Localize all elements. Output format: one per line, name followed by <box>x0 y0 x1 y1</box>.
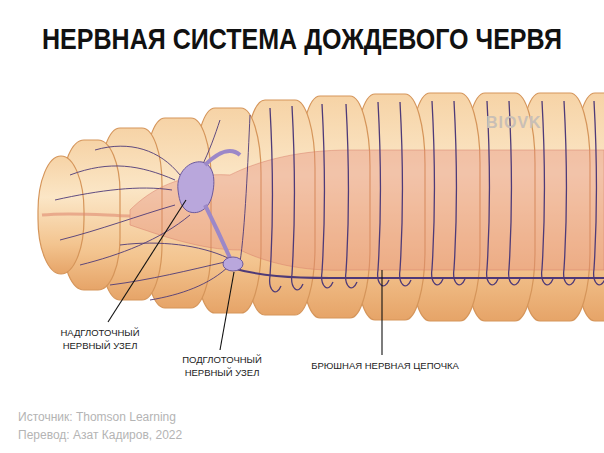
leader-lines <box>108 200 382 355</box>
gut <box>130 150 604 270</box>
diagram-title: НЕРВНАЯ СИСТЕМА ДОЖДЕВОГО ЧЕРВЯ <box>42 24 562 54</box>
source-note: Источник: Thomson Learning <box>18 410 176 424</box>
worm-body <box>38 93 604 321</box>
ventral-cord <box>232 268 604 278</box>
part-label: НАДГЛОТОЧНЫЙ НЕРВНЫЙ УЗЕЛ <box>50 327 150 353</box>
segment-nerves <box>270 101 604 292</box>
watermark: BIOVK <box>486 114 542 132</box>
head-nerves <box>55 115 250 300</box>
part-label: ПОДГЛОТОЧНЫЙ НЕРВНЫЙ УЗЕЛ <box>172 354 272 380</box>
mouth <box>42 214 130 216</box>
source-note: Перевод: Азат Кадиров, 2022 <box>18 428 182 442</box>
part-label: БРЮШНАЯ НЕРВНАЯ ЦЕПОЧКА <box>300 360 470 373</box>
nerve-ganglia <box>178 151 243 271</box>
